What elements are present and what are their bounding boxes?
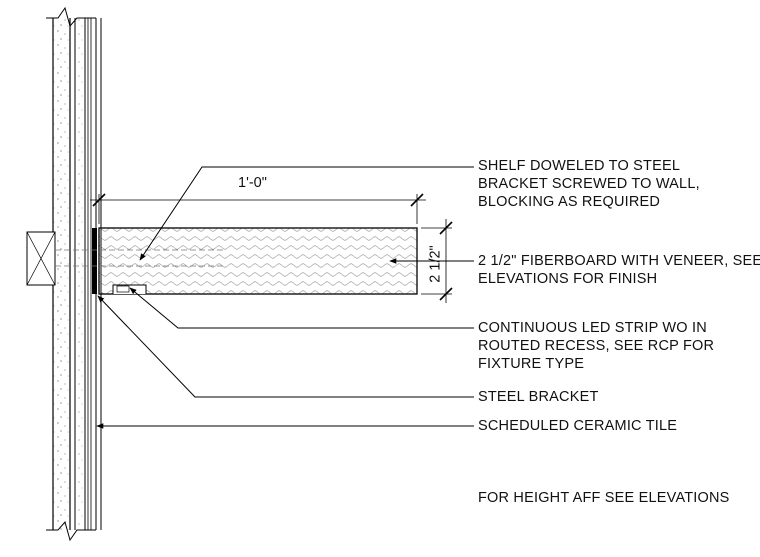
- led-recess: [112, 284, 147, 294]
- general-note: FOR HEIGHT AFF SEE ELEVATIONS: [478, 490, 730, 506]
- note-line: SHELF DOWELED TO STEEL: [478, 158, 681, 174]
- note-line: BRACKET SCREWED TO WALL,: [478, 176, 700, 192]
- note-line: ELEVATIONS FOR FINISH: [478, 271, 658, 287]
- blocking: [26, 231, 56, 286]
- note-line: BLOCKING AS REQUIRED: [478, 194, 661, 210]
- note-line: 2 1/2" FIBERBOARD WITH VENEER, SEE: [478, 253, 760, 269]
- note-ceramic-tile: SCHEDULED CERAMIC TILE: [478, 417, 677, 435]
- note-shelf-doweled: SHELF DOWELED TO STEEL BRACKET SCREWED T…: [478, 157, 700, 211]
- note-fiberboard: 2 1/2" FIBERBOARD WITH VENEER, SEE ELEVA…: [478, 252, 760, 288]
- shelf-length-label: 1'-0": [238, 175, 267, 191]
- note-led-strip: CONTINUOUS LED STRIP WO IN ROUTED RECESS…: [478, 319, 714, 373]
- shelf-thickness-label: 2 1/2": [427, 245, 444, 283]
- note-line: FIXTURE TYPE: [478, 356, 585, 372]
- note-line: SCHEDULED CERAMIC TILE: [478, 418, 678, 434]
- note-line: CONTINUOUS LED STRIP WO IN: [478, 320, 707, 336]
- wall-section: [46, 6, 102, 542]
- fiberboard-shelf: [98, 227, 418, 295]
- note-line: ROUTED RECESS, SEE RCP FOR: [478, 338, 715, 354]
- length-dimension: [90, 193, 426, 224]
- leader-lines: [96, 166, 474, 429]
- note-steel-bracket: STEEL BRACKET: [478, 388, 599, 406]
- note-line: STEEL BRACKET: [478, 389, 599, 405]
